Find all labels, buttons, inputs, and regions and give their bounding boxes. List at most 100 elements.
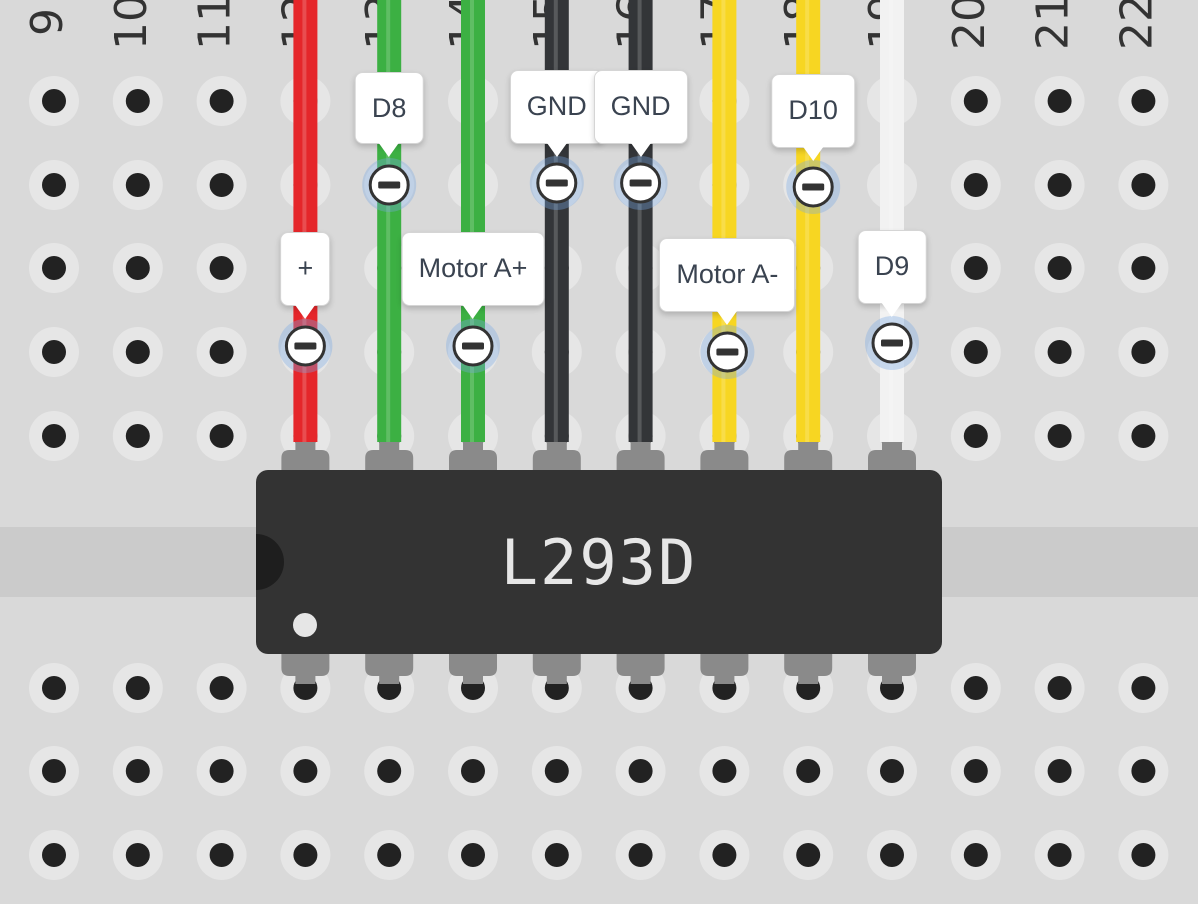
breadboard-hole[interactable] bbox=[880, 843, 904, 867]
breadboard-hole[interactable] bbox=[963, 173, 988, 197]
breadboard-hole[interactable] bbox=[42, 173, 66, 197]
breadboard-hole[interactable] bbox=[796, 843, 821, 867]
minus-icon bbox=[462, 342, 484, 350]
breadboard-hole[interactable] bbox=[963, 759, 988, 783]
breadboard-hole[interactable] bbox=[1047, 424, 1072, 448]
chip-pin bbox=[281, 442, 330, 472]
breadboard-hole[interactable] bbox=[377, 843, 402, 867]
breadboard-hole[interactable] bbox=[42, 843, 66, 867]
breadboard-hole[interactable] bbox=[544, 759, 569, 783]
breadboard-hole[interactable] bbox=[42, 340, 66, 364]
breadboard-hole[interactable] bbox=[1047, 173, 1072, 197]
chip-pin bbox=[532, 442, 581, 472]
chip-label: L293D bbox=[501, 526, 698, 599]
breadboard-hole[interactable] bbox=[125, 173, 150, 197]
breadboard-hole[interactable] bbox=[963, 89, 988, 113]
wire[interactable] bbox=[293, 0, 318, 442]
breadboard-hole[interactable] bbox=[293, 759, 318, 783]
breadboard-hole[interactable] bbox=[880, 759, 904, 783]
wire-label[interactable]: D8 bbox=[354, 72, 424, 144]
breadboard-hole[interactable] bbox=[42, 676, 66, 700]
breadboard-hole[interactable] bbox=[461, 843, 485, 867]
breadboard-hole[interactable] bbox=[42, 759, 66, 783]
breadboard-hole[interactable] bbox=[544, 843, 569, 867]
minus-icon bbox=[716, 348, 739, 356]
breadboard-hole[interactable] bbox=[125, 340, 150, 364]
minus-icon bbox=[545, 179, 568, 187]
wire[interactable] bbox=[461, 0, 485, 442]
breadboard-hole[interactable] bbox=[963, 340, 988, 364]
breadboard-hole[interactable] bbox=[209, 759, 234, 783]
breadboard-hole[interactable] bbox=[1131, 256, 1156, 280]
breadboard-hole[interactable] bbox=[1131, 173, 1156, 197]
chip-pin bbox=[784, 652, 833, 684]
breadboard-hole[interactable] bbox=[377, 759, 402, 783]
breadboard-hole[interactable] bbox=[209, 424, 234, 448]
breadboard-hole[interactable] bbox=[1047, 89, 1072, 113]
breadboard-hole[interactable] bbox=[209, 256, 234, 280]
breadboard-hole[interactable] bbox=[209, 676, 234, 700]
wire[interactable] bbox=[880, 0, 904, 442]
breadboard-hole[interactable] bbox=[125, 89, 150, 113]
breadboard-hole[interactable] bbox=[963, 256, 988, 280]
chip-pin bbox=[616, 442, 665, 472]
breadboard-hole[interactable] bbox=[1047, 256, 1072, 280]
chip-pin bbox=[700, 652, 749, 684]
wire-label[interactable]: GND bbox=[509, 70, 604, 144]
wire-label[interactable]: GND bbox=[593, 70, 688, 144]
wire-label[interactable]: Motor A- bbox=[659, 238, 796, 312]
chip-pin bbox=[700, 442, 749, 472]
breadboard-hole[interactable] bbox=[1131, 676, 1156, 700]
breadboard-hole[interactable] bbox=[209, 173, 234, 197]
breadboard-hole[interactable] bbox=[1131, 424, 1156, 448]
breadboard-hole[interactable] bbox=[209, 89, 234, 113]
breadboard-hole[interactable] bbox=[1131, 89, 1156, 113]
chip-pin bbox=[449, 442, 497, 472]
breadboard-hole[interactable] bbox=[796, 759, 821, 783]
breadboard-hole[interactable] bbox=[963, 424, 988, 448]
wire-label[interactable]: D9 bbox=[857, 230, 927, 304]
breadboard-hole[interactable] bbox=[42, 89, 66, 113]
breadboard-hole[interactable] bbox=[628, 843, 653, 867]
breadboard-hole[interactable] bbox=[209, 340, 234, 364]
chip-pin bbox=[365, 442, 414, 472]
breadboard-hole[interactable] bbox=[125, 843, 150, 867]
breadboard-hole[interactable] bbox=[1131, 759, 1156, 783]
wire-highlight bbox=[302, 0, 307, 442]
breadboard-hole[interactable] bbox=[125, 424, 150, 448]
wire-label[interactable]: + bbox=[280, 232, 331, 306]
breadboard-hole[interactable] bbox=[1047, 340, 1072, 364]
breadboard-hole[interactable] bbox=[293, 843, 318, 867]
chip-notch bbox=[256, 534, 284, 590]
wire-highlight bbox=[386, 0, 391, 442]
chip-body[interactable] bbox=[256, 470, 942, 654]
minus-icon bbox=[629, 179, 652, 187]
wire-highlight bbox=[470, 0, 474, 442]
breadboard-hole[interactable] bbox=[125, 759, 150, 783]
chip-pin bbox=[365, 652, 414, 684]
wire-label[interactable]: D10 bbox=[771, 74, 855, 148]
breadboard-hole[interactable] bbox=[1131, 843, 1156, 867]
breadboard-hole[interactable] bbox=[712, 759, 737, 783]
breadboard-hole[interactable] bbox=[712, 843, 737, 867]
wire-label[interactable]: Motor A+ bbox=[401, 232, 545, 306]
minus-icon bbox=[378, 181, 401, 189]
breadboard-hole[interactable] bbox=[125, 256, 150, 280]
breadboard-hole[interactable] bbox=[42, 256, 66, 280]
breadboard-hole[interactable] bbox=[1047, 676, 1072, 700]
breadboard-hole[interactable] bbox=[461, 759, 485, 783]
breadboard-hole[interactable] bbox=[963, 843, 988, 867]
breadboard-hole[interactable] bbox=[125, 676, 150, 700]
chip-pin bbox=[616, 652, 665, 684]
wire-endpoints bbox=[278, 156, 919, 379]
l293d-chip[interactable]: L293D bbox=[256, 442, 942, 684]
breadboard-hole[interactable] bbox=[628, 759, 653, 783]
breadboard-hole[interactable] bbox=[1131, 340, 1156, 364]
breadboard-hole[interactable] bbox=[1047, 759, 1072, 783]
breadboard-hole[interactable] bbox=[1047, 843, 1072, 867]
breadboard-hole[interactable] bbox=[42, 424, 66, 448]
column-number: 9 bbox=[22, 8, 73, 36]
wire-highlight bbox=[553, 0, 558, 442]
breadboard-hole[interactable] bbox=[963, 676, 988, 700]
breadboard-hole[interactable] bbox=[209, 843, 234, 867]
